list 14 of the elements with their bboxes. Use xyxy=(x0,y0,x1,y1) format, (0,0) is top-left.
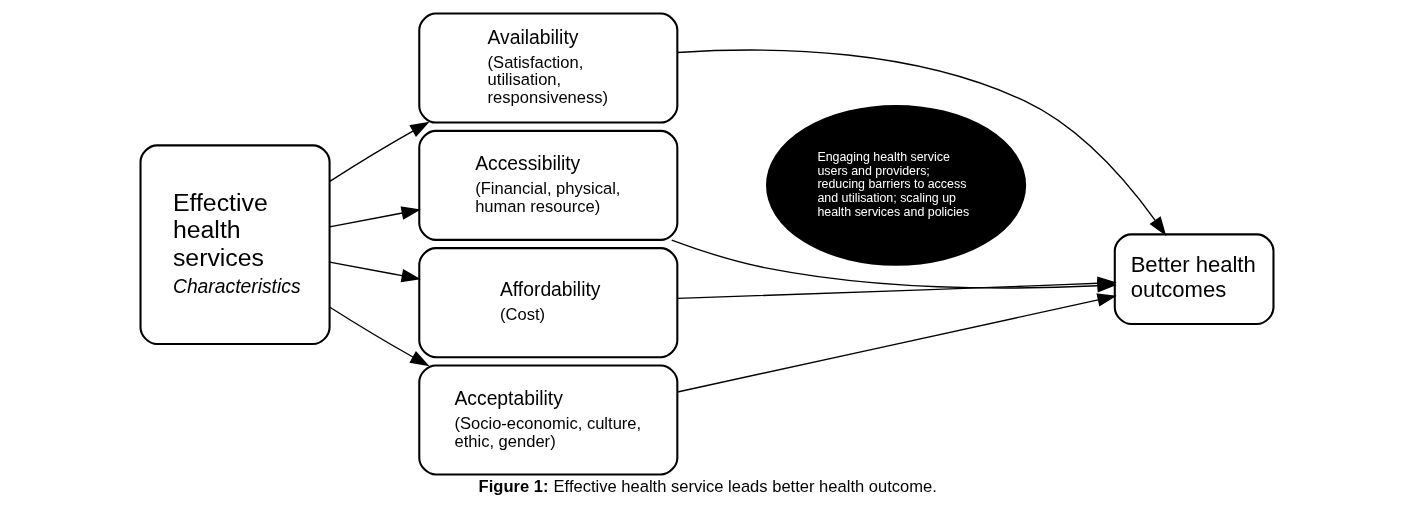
arrow xyxy=(328,206,421,228)
node-box: Better health outcomes xyxy=(1113,233,1275,326)
caption: Figure 1: Effective health service leads better health outcome. xyxy=(478,476,937,496)
node-box: Effective health services Characteristics xyxy=(139,144,331,346)
node-box: Accessibility (Financial, physical, human resource) xyxy=(418,129,679,241)
node-box: Availability (Satisfaction, utilisation, responsiveness) xyxy=(418,12,679,124)
node-box: Acceptability (Socio-economic, culture, ethic, gender) xyxy=(418,364,679,476)
arrow xyxy=(676,49,1167,237)
arrow xyxy=(329,121,430,182)
arrow xyxy=(676,293,1117,393)
node-box: Affordability (Cost) xyxy=(418,247,679,359)
arrow xyxy=(328,261,421,283)
node-ellipse: Engaging health service users and providers; reducing barriers to access and utilisation; scaling up health services and policies xyxy=(766,104,1027,266)
arrow xyxy=(329,306,430,367)
